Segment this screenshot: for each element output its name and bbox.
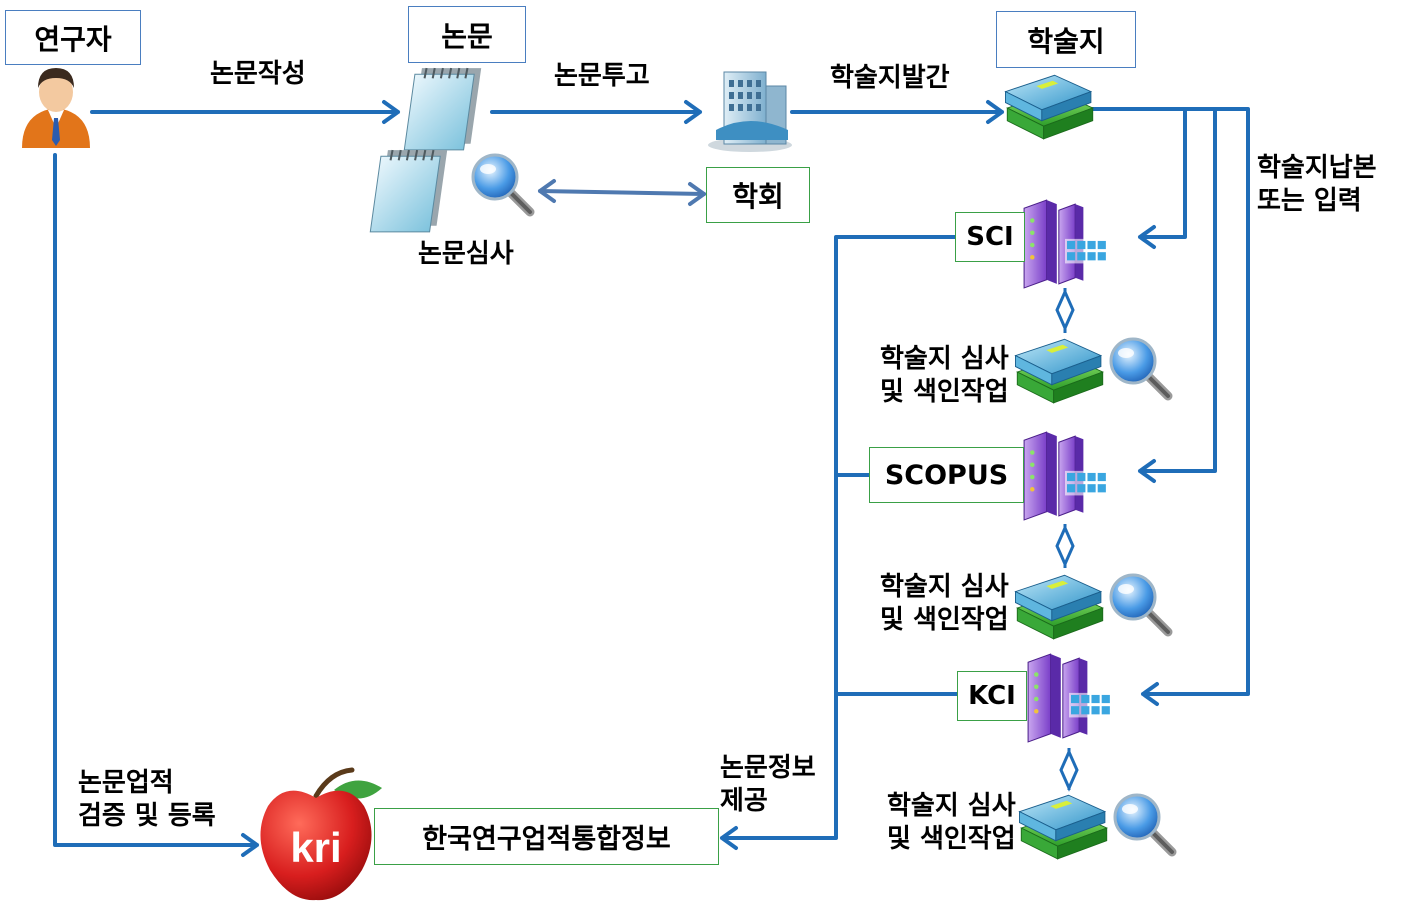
node-paper: 논문 (408, 6, 526, 63)
magnifier-review-icon (473, 155, 530, 212)
node-scopus: SCOPUS (869, 447, 1024, 503)
building-icon (708, 71, 792, 152)
label-provide-info-line2: 제공 (720, 786, 768, 817)
label-review-index-2: 학술지 심사 및 색인작업 (880, 571, 1009, 638)
branch-to-sci (1138, 107, 1187, 249)
label-provide-info-line1: 논문정보 (720, 753, 816, 783)
node-researcher: 연구자 (5, 10, 141, 65)
node-researcher-label: 연구자 (34, 22, 112, 56)
label-publish-journal: 학술지발간 (830, 63, 950, 93)
researcher-icon (22, 68, 90, 148)
node-paper-label: 논문 (441, 19, 493, 53)
line-journal-out (1090, 107, 1250, 706)
kri-apple-logo: kri (260, 767, 382, 901)
label-verify-register: 논문업적 검증 및 등록 (78, 767, 216, 834)
node-sci-label: SCI (966, 222, 1014, 252)
branch-to-scopus (1138, 107, 1217, 483)
label-deposit: 학술지납본 또는 입력 (1257, 152, 1377, 219)
label-review-index-3-line1: 학술지 심사 (887, 791, 1016, 821)
arrow-write-paper (90, 100, 400, 124)
label-verify-register-line2: 검증 및 등록 (78, 801, 216, 832)
label-review-index-2-line1: 학술지 심사 (880, 572, 1009, 602)
review-lens-2-icon (1111, 575, 1168, 632)
label-submit-paper: 논문투고 (554, 61, 650, 91)
diamond-links (1055, 288, 1079, 792)
label-review-index-1-line1: 학술지 심사 (880, 344, 1009, 374)
kri-logo-text: kri (290, 824, 341, 871)
kci-server-icon (1027, 653, 1116, 743)
node-kci: KCI (957, 671, 1027, 721)
scopus-server-icon (1023, 431, 1112, 521)
label-review-index-1: 학술지 심사 및 색인작업 (880, 343, 1009, 410)
node-society-label: 학회 (732, 180, 784, 213)
arrow-verify-register (53, 153, 259, 857)
dbl-arrow-review (538, 179, 706, 206)
label-deposit-line1: 학술지납본 (1257, 153, 1377, 183)
label-paper-review: 논문심사 (418, 239, 514, 269)
label-review-index-1-line2: 및 색인작업 (880, 377, 1009, 408)
node-kri-system-label: 한국연구업적통합정보 (422, 824, 671, 855)
label-write-paper: 논문작성 (210, 59, 306, 89)
node-sci: SCI (955, 212, 1025, 262)
arrow-submit-paper (490, 100, 702, 124)
notepad-review-icon (369, 149, 449, 233)
label-review-index-3: 학술지 심사 및 색인작업 (887, 790, 1016, 857)
arrow-publish-journal (790, 100, 1004, 124)
node-kri-system: 한국연구업적통합정보 (374, 808, 719, 865)
label-review-index-3-line2: 및 색인작업 (887, 824, 1016, 855)
label-review-index-2-line2: 및 색인작업 (880, 605, 1009, 636)
node-scopus-label: SCOPUS (884, 459, 1009, 491)
node-society: 학회 (706, 167, 810, 223)
review-book-3-icon (1018, 794, 1108, 860)
review-book-2-icon (1014, 574, 1104, 640)
node-kci-label: KCI (968, 681, 1016, 711)
review-lens-3-icon (1115, 795, 1172, 852)
journal-book-icon (1004, 74, 1094, 140)
review-book-1-icon (1014, 338, 1104, 404)
node-journal-label: 학술지 (1027, 24, 1105, 58)
sci-server-icon (1023, 199, 1112, 289)
label-deposit-line2: 또는 입력 (1257, 186, 1362, 217)
node-journal: 학술지 (996, 11, 1136, 68)
notepad-icon (403, 67, 483, 151)
line-sci-to-bus (720, 235, 957, 850)
review-lens-1-icon (1111, 339, 1168, 396)
label-verify-register-line1: 논문업적 (78, 768, 174, 798)
label-provide-info: 논문정보 제공 (720, 752, 816, 819)
